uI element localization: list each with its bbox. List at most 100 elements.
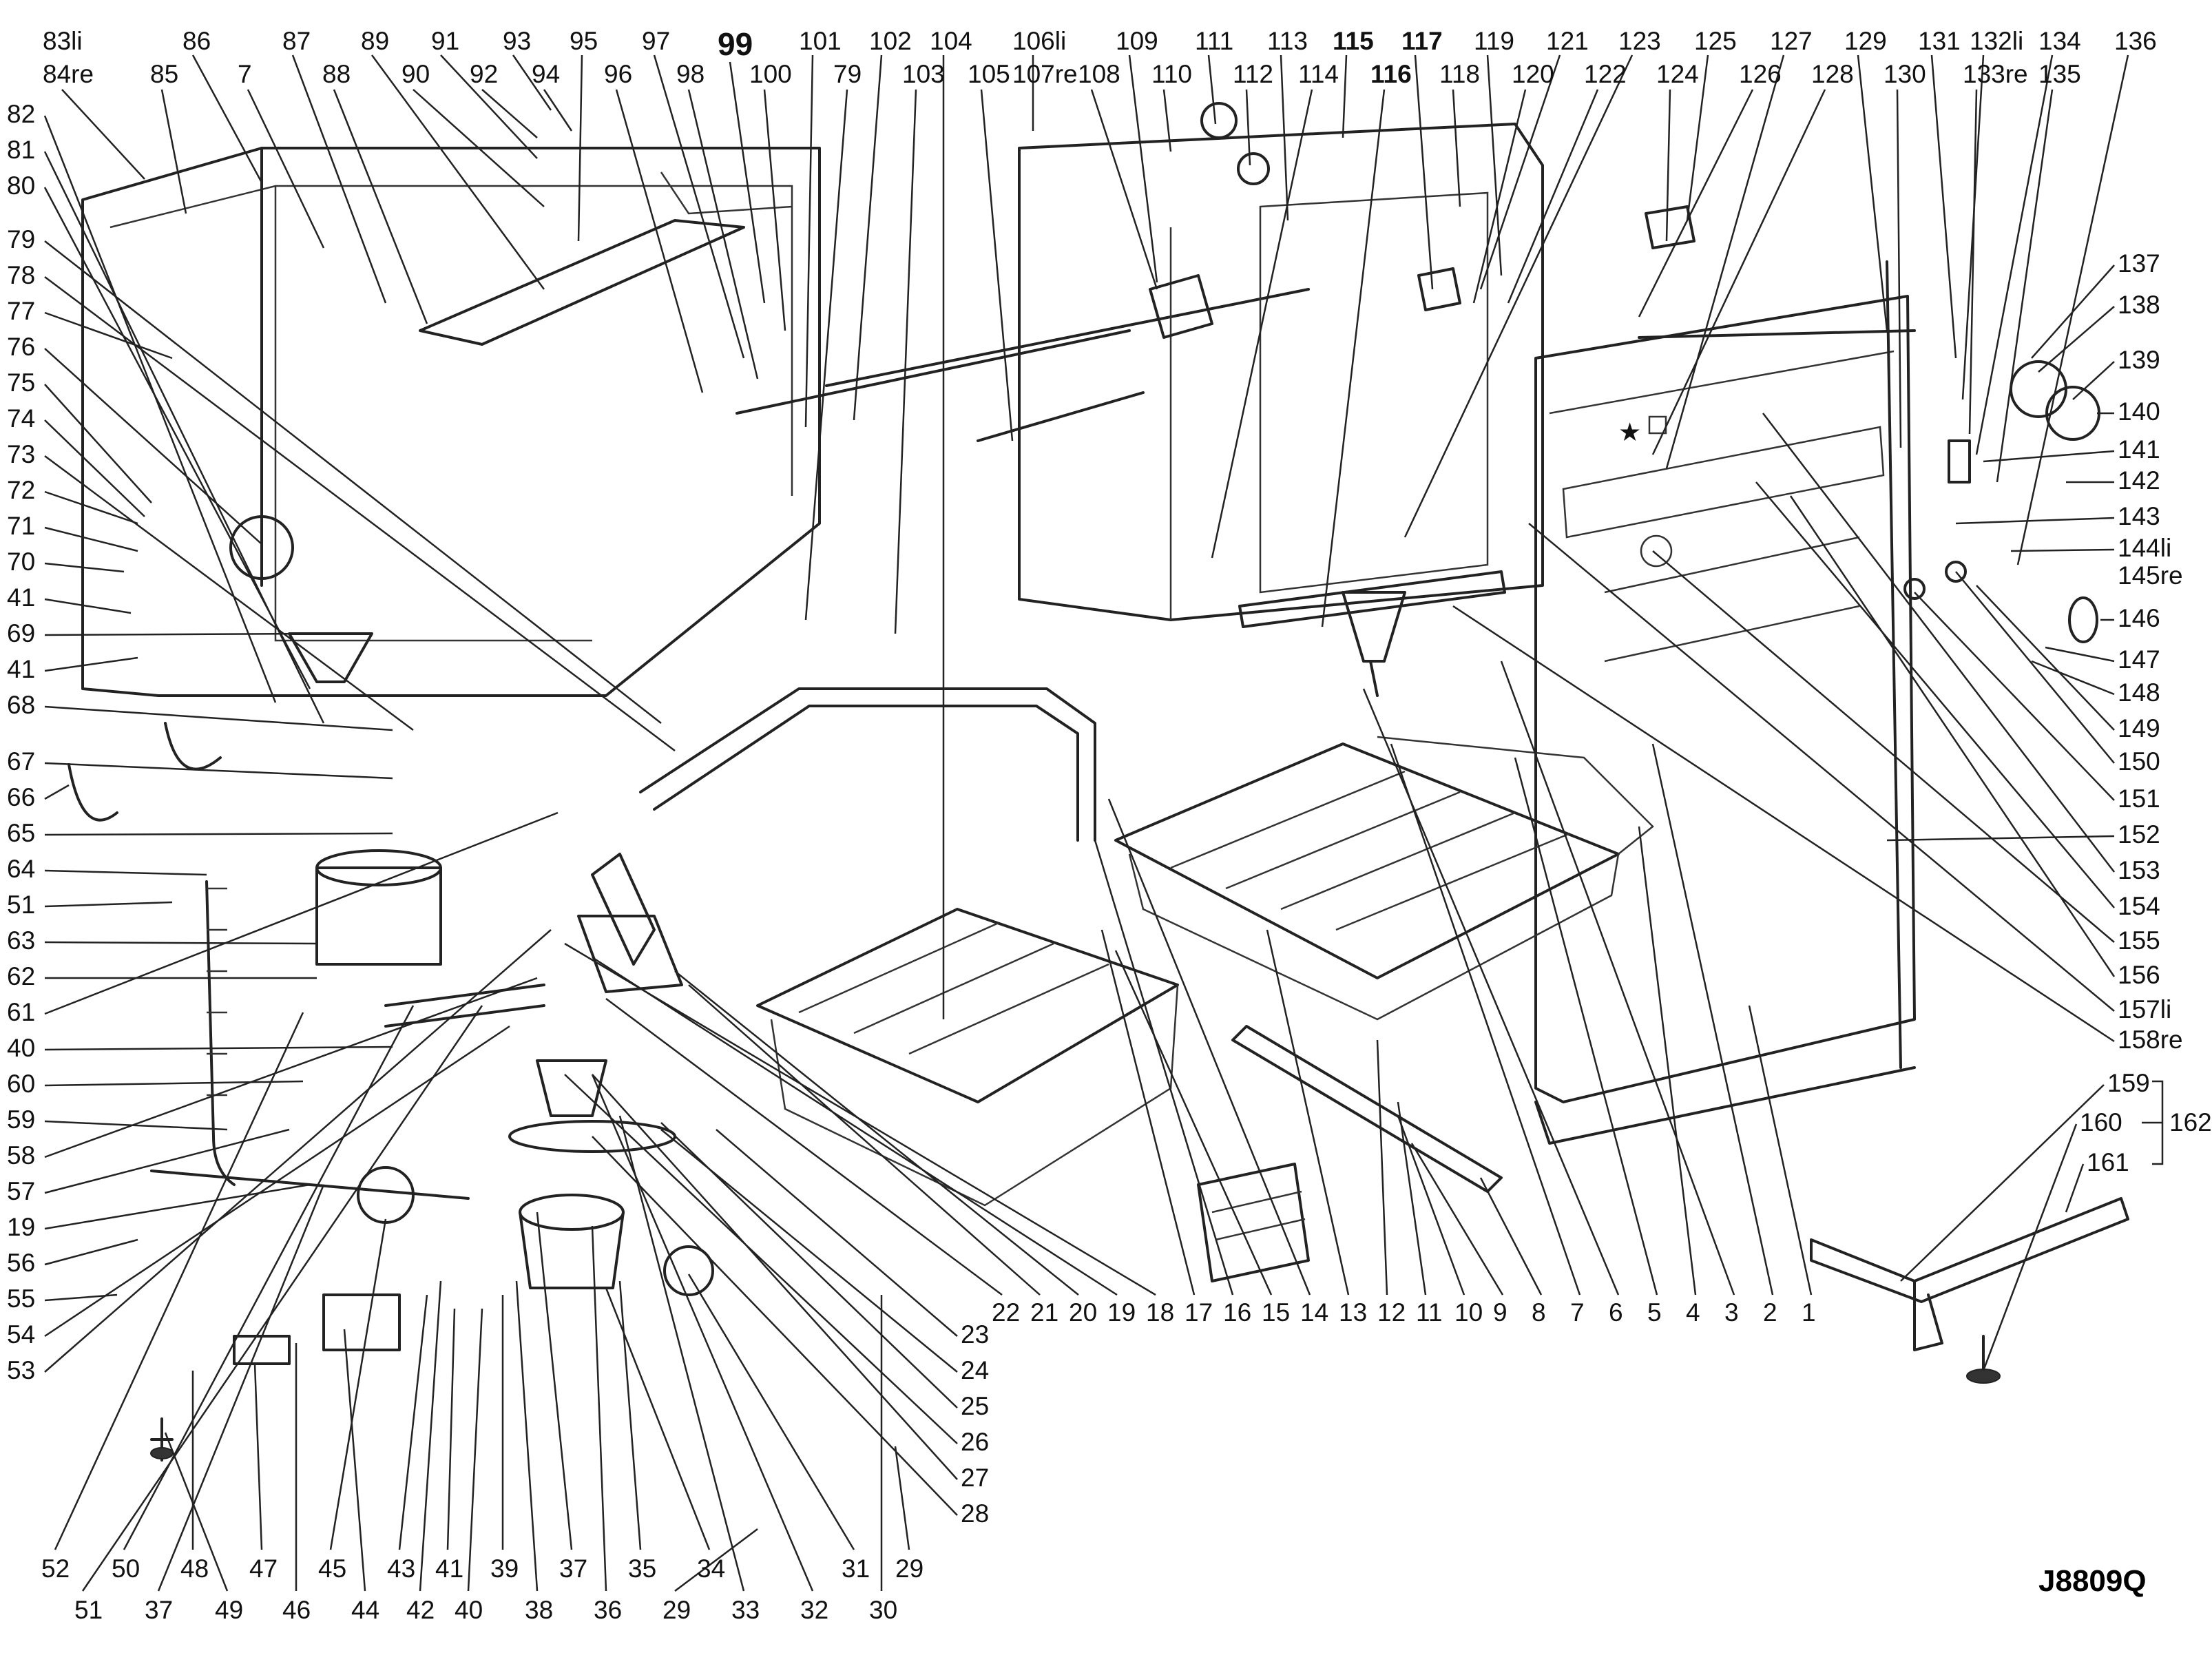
label-18: 18 — [1146, 1298, 1174, 1327]
leader-line — [44, 598, 132, 614]
leader-line — [54, 1012, 304, 1550]
leader-line — [1342, 54, 1348, 138]
label-110: 110 — [1151, 60, 1192, 88]
leader-line — [253, 1363, 263, 1550]
label-53: 53 — [7, 1356, 35, 1384]
leader-line — [44, 1120, 228, 1131]
label-78: 78 — [7, 261, 35, 289]
label-20: 20 — [1069, 1298, 1097, 1327]
label-37b: 37 — [559, 1555, 587, 1583]
leader-line — [44, 901, 173, 908]
leader-line — [44, 490, 138, 525]
label-72: 72 — [7, 476, 35, 504]
label-141: 141 — [2118, 435, 2160, 464]
leader-line — [1955, 571, 2115, 764]
leader-line — [674, 970, 1079, 1296]
leader-line — [333, 89, 428, 324]
leader-line — [605, 1287, 711, 1550]
leader-line — [44, 311, 173, 360]
leader-line — [688, 984, 1041, 1296]
label-109: 109 — [1116, 27, 1158, 55]
label-61: 61 — [7, 998, 35, 1026]
label-149: 149 — [2118, 714, 2160, 742]
leader-line — [44, 240, 662, 724]
label-154: 154 — [2118, 892, 2160, 920]
label-21: 21 — [1030, 1298, 1058, 1327]
leader-line — [1514, 757, 1658, 1296]
label-63: 63 — [7, 926, 35, 955]
label-59: 59 — [7, 1105, 35, 1134]
label-131: 131 — [1918, 27, 1961, 55]
label-162: 162 — [2169, 1108, 2212, 1136]
leader-line — [164, 1432, 229, 1592]
star-symbol: ★ — [1618, 418, 1641, 446]
leader-line — [615, 89, 704, 393]
label-134: 134 — [2038, 27, 2081, 55]
label-143: 143 — [2118, 502, 2160, 530]
label-71: 71 — [7, 512, 35, 540]
label-5: 5 — [1647, 1298, 1662, 1327]
leader-line — [44, 1183, 311, 1230]
leader-line — [329, 1218, 387, 1550]
label-26: 26 — [961, 1428, 989, 1456]
label-6: 6 — [1609, 1298, 1623, 1327]
leader-line — [413, 89, 545, 207]
leader-line — [44, 832, 393, 836]
leader-line — [1280, 54, 1289, 221]
label-83li: 83li — [43, 27, 83, 55]
leader-line — [512, 54, 552, 111]
leader-line — [398, 1294, 428, 1550]
leader-line — [591, 1074, 814, 1592]
label-15: 15 — [1262, 1298, 1290, 1327]
label-34: 34 — [697, 1555, 725, 1583]
leader-line — [371, 54, 545, 290]
leader-line — [1762, 413, 2115, 873]
leader-line — [157, 1184, 325, 1592]
label-39: 39 — [490, 1555, 519, 1583]
leader-line — [1955, 517, 2115, 525]
leader-line — [44, 384, 152, 503]
label-118: 118 — [1439, 60, 1480, 88]
label-40b: 40 — [455, 1596, 483, 1624]
leader-line — [1652, 550, 2115, 943]
label-116: 116 — [1370, 60, 1412, 88]
label-8: 8 — [1532, 1298, 1546, 1327]
leader-line — [536, 1212, 573, 1550]
leader-line — [44, 1080, 304, 1087]
leader-line — [1665, 54, 1785, 469]
leader-line — [44, 562, 125, 573]
leader-line — [1479, 1177, 1543, 1296]
leader-line — [44, 929, 552, 1373]
label-48: 48 — [180, 1555, 209, 1583]
leader-line — [2010, 548, 2115, 552]
label-64: 64 — [7, 855, 35, 883]
label-126: 126 — [1739, 60, 1782, 88]
label-80: 80 — [7, 171, 35, 200]
label-93: 93 — [503, 27, 531, 55]
label-66: 66 — [7, 783, 35, 811]
label-58: 58 — [7, 1141, 35, 1169]
leader-line — [716, 1129, 958, 1337]
label-60: 60 — [7, 1070, 35, 1098]
leader-line — [44, 348, 262, 545]
label-98: 98 — [676, 60, 705, 88]
label-94: 94 — [532, 60, 560, 88]
leader-line — [1452, 89, 1461, 207]
leader-line — [1651, 743, 1774, 1296]
label-152: 152 — [2118, 820, 2160, 849]
label-47: 47 — [249, 1555, 278, 1583]
leader-line — [44, 455, 414, 731]
label-17: 17 — [1185, 1298, 1213, 1327]
label-50: 50 — [112, 1555, 140, 1583]
leader-line — [1479, 54, 1561, 290]
leader-line — [1755, 481, 2115, 908]
leader-line — [564, 1074, 958, 1444]
leader-line — [43, 115, 277, 703]
label-85: 85 — [150, 60, 178, 88]
leader-line — [1886, 835, 2115, 842]
leader-line — [1914, 592, 2115, 801]
label-117: 117 — [1401, 27, 1443, 55]
diagram-code: J8809Q — [2038, 1564, 2147, 1598]
label-145re: 145re — [2118, 561, 2183, 590]
label-1: 1 — [1802, 1298, 1816, 1327]
